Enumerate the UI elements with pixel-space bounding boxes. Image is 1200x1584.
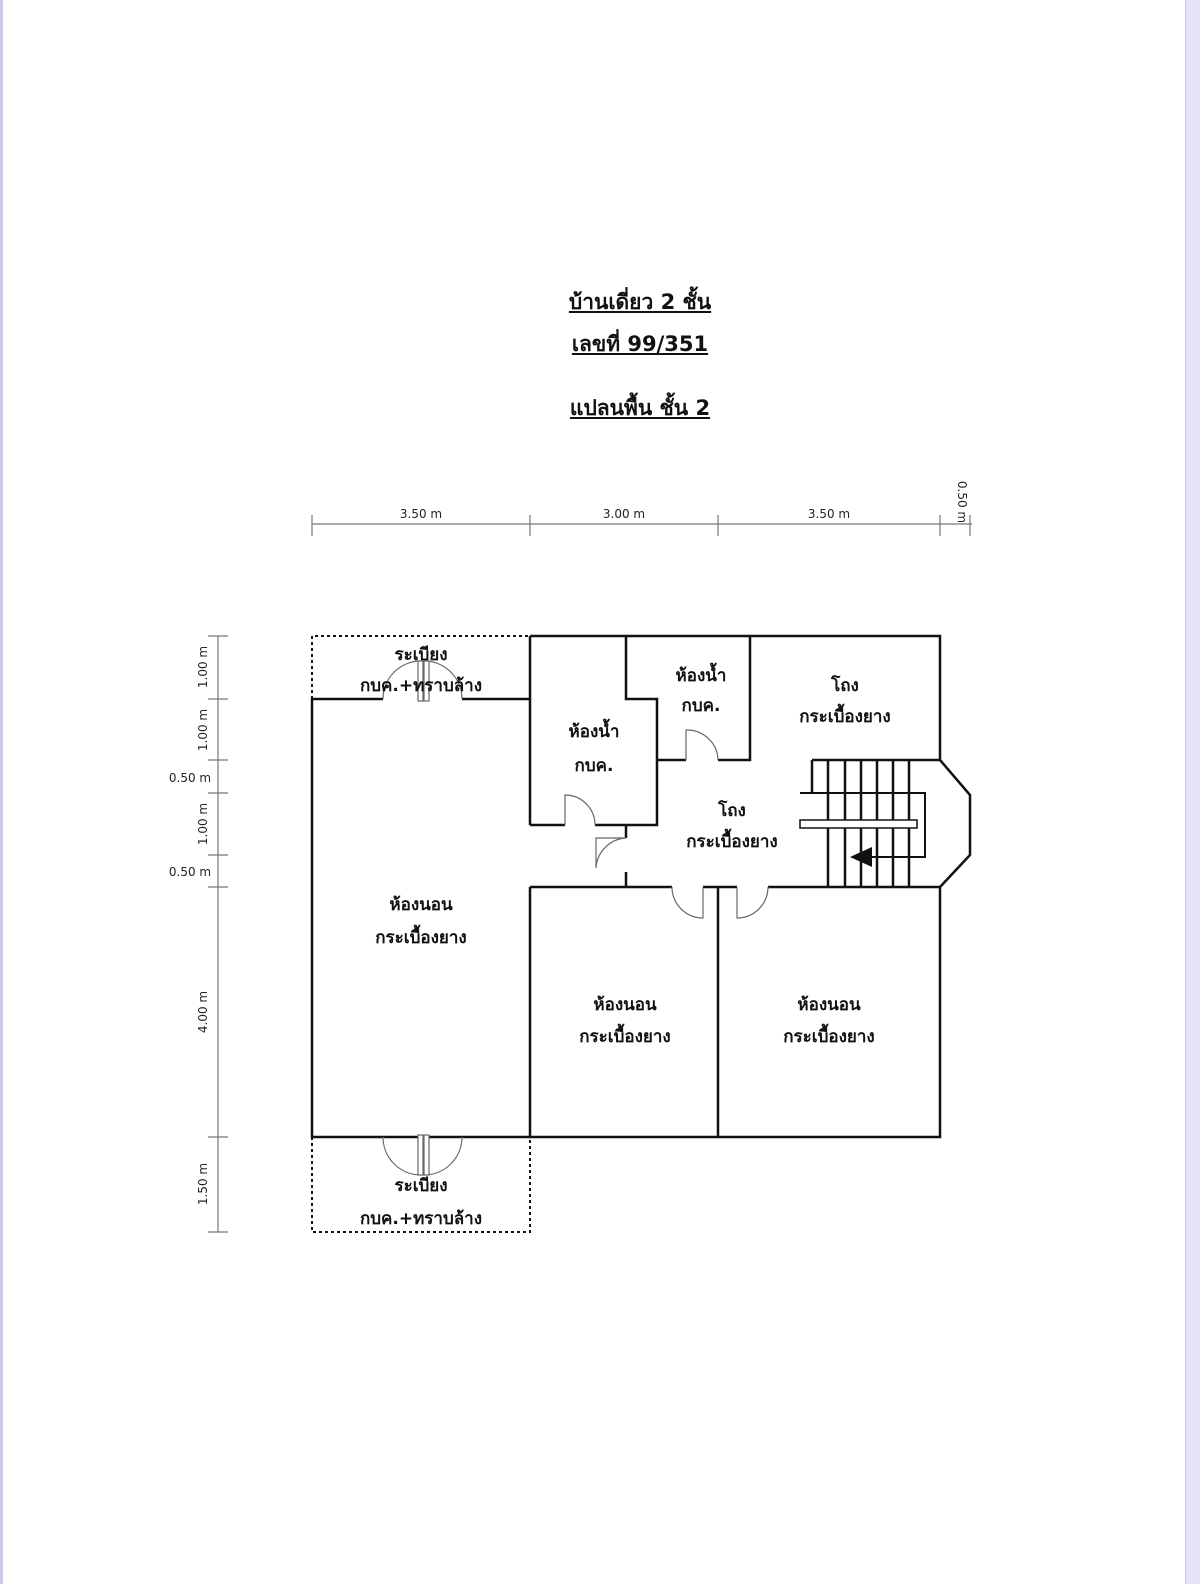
staircase (799, 758, 940, 887)
room-name: ห้องนอน (797, 995, 861, 1015)
room-name: ระเบียง (394, 644, 447, 665)
room-name: ห้องน้ำ (676, 662, 727, 686)
dimension-vertical: 1.00 m 1.00 m 0.50 m 1.00 m 0.50 m 4.00 … (169, 635, 228, 1233)
stair-handrail (799, 819, 918, 829)
title-house: บ้านเดี่ยว 2 ชั้น (568, 290, 712, 314)
dim-label: 3.50 m (400, 507, 442, 521)
door-arc (595, 837, 627, 869)
balcony-top-outline (311, 635, 530, 699)
room-floor: กบค.+ทราบล้าง (360, 1209, 482, 1229)
balcony-bottom-outline (311, 1137, 531, 1233)
doors (382, 660, 769, 1176)
room-name: โถง (717, 800, 746, 821)
room-floor: กระเบื้องยาง (579, 1023, 670, 1047)
room-floor: กระเบื้องยาง (799, 703, 890, 727)
door-arc (736, 886, 769, 919)
page-edge-left (0, 0, 3, 1584)
page-edge-right (1185, 0, 1200, 1584)
dimension-horizontal: 3.50 m 3.00 m 3.50 m 0.50 m (311, 481, 972, 536)
room-name: ห้องนอน (389, 895, 453, 915)
room-floor: กระเบื้องยาง (375, 924, 466, 948)
door-arc (564, 794, 596, 826)
dim-label: 0.50 m (955, 481, 969, 523)
title-floor-plan: แปลนพื้น ชั้น 2 (569, 396, 711, 420)
dim-label: 1.00 m (196, 709, 210, 751)
stair-arrow-icon (850, 847, 872, 867)
door-arc (423, 1136, 463, 1176)
room-floor: กบค. (682, 696, 721, 716)
dim-label: 4.00 m (196, 991, 210, 1033)
door-arc (671, 886, 704, 919)
room-name: โถง (830, 675, 859, 696)
room-name: ระเบียง (394, 1175, 447, 1196)
dim-label: 3.00 m (603, 507, 645, 521)
door-arc (382, 660, 422, 700)
dim-label: 1.00 m (196, 646, 210, 688)
room-labels: ระเบียง กบค.+ทราบล้าง ห้องน้ำ กบค. ห้องน… (360, 644, 891, 1229)
walls (310, 634, 972, 1139)
dim-label: 0.50 m (169, 771, 211, 785)
dim-label: 1.00 m (196, 803, 210, 845)
door-arc (685, 729, 719, 761)
door-arc (423, 660, 463, 700)
door-arc (382, 1136, 422, 1176)
room-floor: กบค. (575, 756, 614, 776)
dim-label: 0.50 m (169, 865, 211, 879)
room-name: ห้องนอน (593, 995, 657, 1015)
title-address: เลขที่ 99/351 (571, 332, 709, 356)
dim-label: 1.50 m (196, 1163, 210, 1205)
room-floor: กระเบื้องยาง (783, 1023, 874, 1047)
room-floor: กระเบื้องยาง (686, 828, 777, 852)
dim-label: 3.50 m (808, 507, 850, 521)
room-name: ห้องน้ำ (569, 718, 620, 742)
room-floor: กบค.+ทราบล้าง (360, 676, 482, 696)
